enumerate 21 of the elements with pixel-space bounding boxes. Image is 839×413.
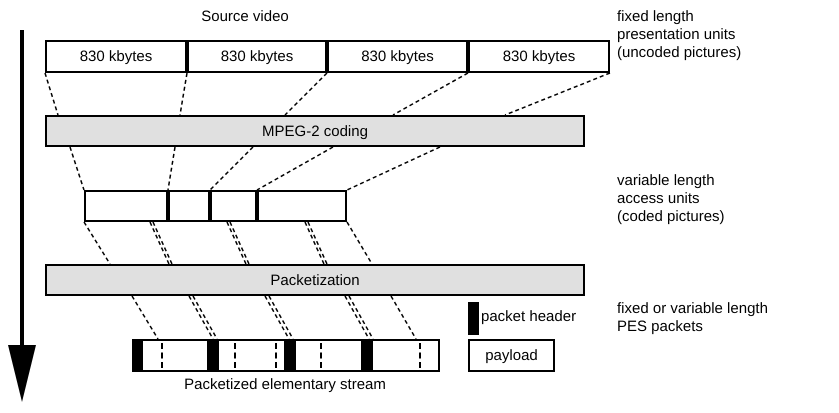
- unit-box: [257, 190, 347, 222]
- pes-packet: [362, 339, 440, 372]
- unit-box: [168, 190, 210, 222]
- payload-swatch: payload: [468, 339, 555, 372]
- process-band: Packetization: [45, 264, 585, 296]
- stage-label: Packetized elementary stream: [184, 376, 386, 394]
- unit-box: 830 kbytes: [187, 40, 327, 73]
- unit-box: [84, 190, 168, 222]
- pes-packet: [132, 339, 209, 372]
- unit-box: [210, 190, 257, 222]
- legend-text: packet header: [481, 308, 576, 326]
- unit-box: 830 kbytes: [327, 40, 468, 73]
- unit-description: variable length access units (coded pictures): [617, 172, 726, 226]
- stage-label: Source video: [201, 8, 289, 26]
- process-band: MPEG-2 coding: [45, 115, 585, 147]
- pes-packet: [285, 339, 363, 372]
- unit-box: 830 kbytes: [468, 40, 610, 73]
- unit-description: fixed length presentation units (uncoded pictures): [617, 8, 742, 62]
- pes-packet: [208, 339, 286, 372]
- unit-description: fixed or variable length PES packets: [617, 300, 769, 336]
- unit-box: 830 kbytes: [45, 40, 187, 73]
